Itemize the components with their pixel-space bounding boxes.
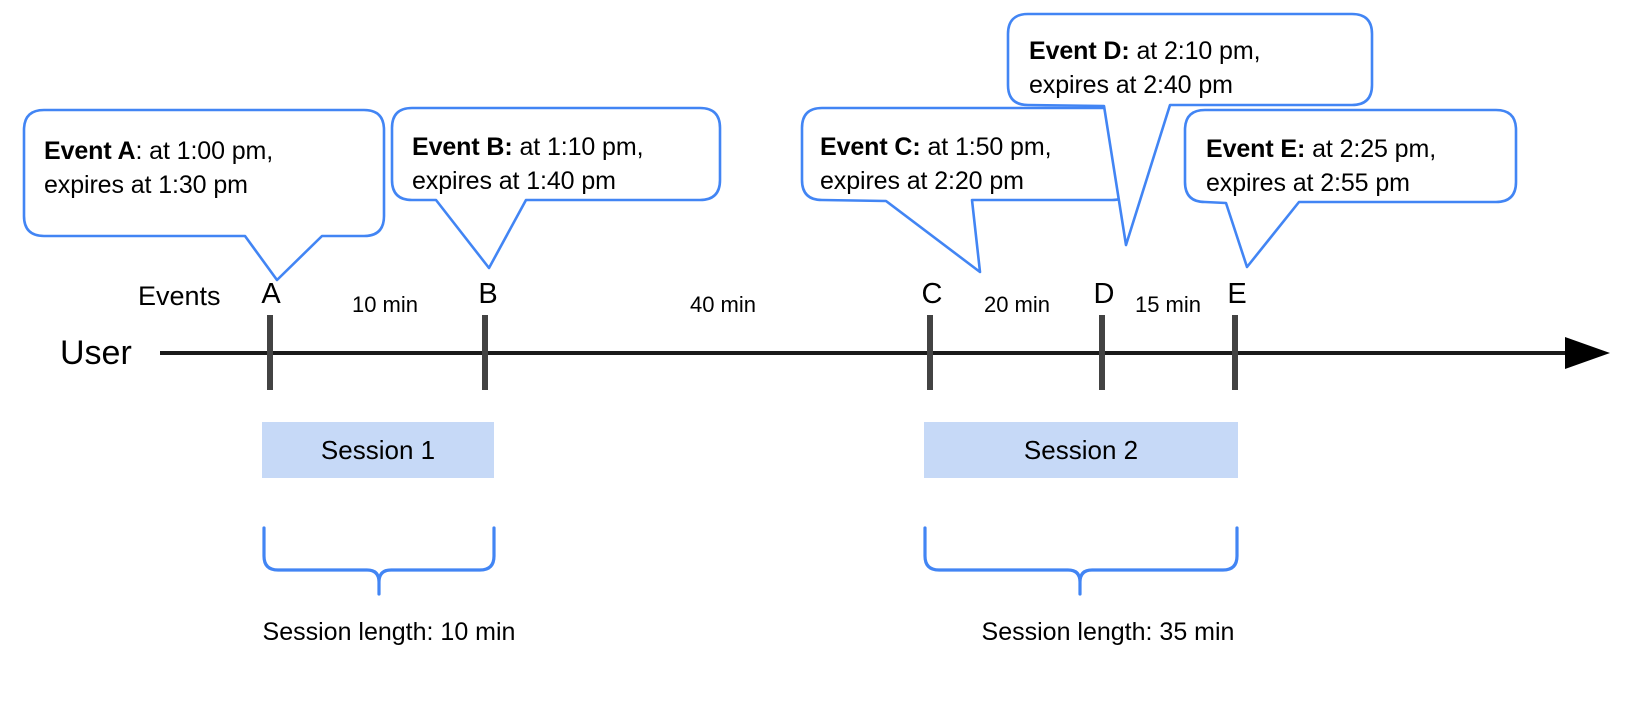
session-box-2: Session 2 (924, 422, 1238, 478)
gap-label-b-c: 40 min (689, 292, 757, 317)
session-2-length: Session length: 35 min (981, 618, 1235, 646)
callout-text-a: Event A: at 1:00 pm, expires at 1:30 pm (44, 134, 273, 202)
callout-d-rest: at 2:10 pm, (1129, 37, 1261, 65)
callout-c-line2: expires at 2:20 pm (820, 167, 1024, 195)
session-1-length: Session length: 10 min (262, 618, 516, 646)
session-2-label: Session 2 (1023, 434, 1139, 465)
gap-label-a-b: 10 min (351, 292, 419, 317)
event-letter-b: B (478, 278, 498, 310)
callout-bubble-d (1006, 12, 1374, 247)
callout-a-rest: : at 1:00 pm, (135, 137, 274, 165)
callout-b-line2: expires at 1:40 pm (412, 167, 616, 195)
brace-session-1 (262, 526, 496, 596)
events-row-label: Events (138, 281, 221, 311)
callout-c-rest: at 1:50 pm, (920, 133, 1052, 161)
session-1-label: Session 1 (320, 434, 436, 465)
callout-d-bold: Event D: (1029, 37, 1130, 65)
callout-b-rest: at 1:10 pm, (512, 133, 644, 161)
callout-e-bold: Event E: (1206, 135, 1306, 163)
callout-e-line2: expires at 2:55 pm (1206, 169, 1410, 197)
timeline-axis (160, 337, 1610, 369)
gap-label-d-e: 15 min (1134, 292, 1202, 317)
callout-text-c: Event C: at 1:50 pm, expires at 2:20 pm (820, 130, 1052, 198)
callout-bubble-b (390, 106, 722, 270)
callout-e-rest: at 2:25 pm, (1305, 135, 1437, 163)
callout-text-d: Event D: at 2:10 pm, expires at 2:40 pm (1029, 34, 1261, 102)
event-letter-c: C (921, 278, 943, 310)
event-letter-d: D (1093, 278, 1115, 310)
callout-a-bold: Event A (44, 137, 136, 165)
event-ticks (267, 315, 1238, 390)
event-letter-e: E (1227, 278, 1247, 310)
callout-a-line2: expires at 1:30 pm (44, 171, 248, 199)
gap-label-c-d: 20 min (983, 292, 1051, 317)
callout-bubble-a (22, 108, 386, 282)
callout-bubble-e (1183, 108, 1518, 269)
callout-d-line2: expires at 2:40 pm (1029, 71, 1233, 99)
event-letter-a: A (261, 278, 281, 310)
user-lane-label: User (60, 334, 132, 372)
callout-text-b: Event B: at 1:10 pm, expires at 1:40 pm (412, 130, 644, 198)
callout-text-e: Event E: at 2:25 pm, expires at 2:55 pm (1206, 132, 1436, 200)
brace-session-2 (923, 526, 1239, 596)
callout-c-bold: Event C: (820, 133, 921, 161)
session-box-1: Session 1 (262, 422, 494, 478)
callout-b-bold: Event B: (412, 133, 513, 161)
